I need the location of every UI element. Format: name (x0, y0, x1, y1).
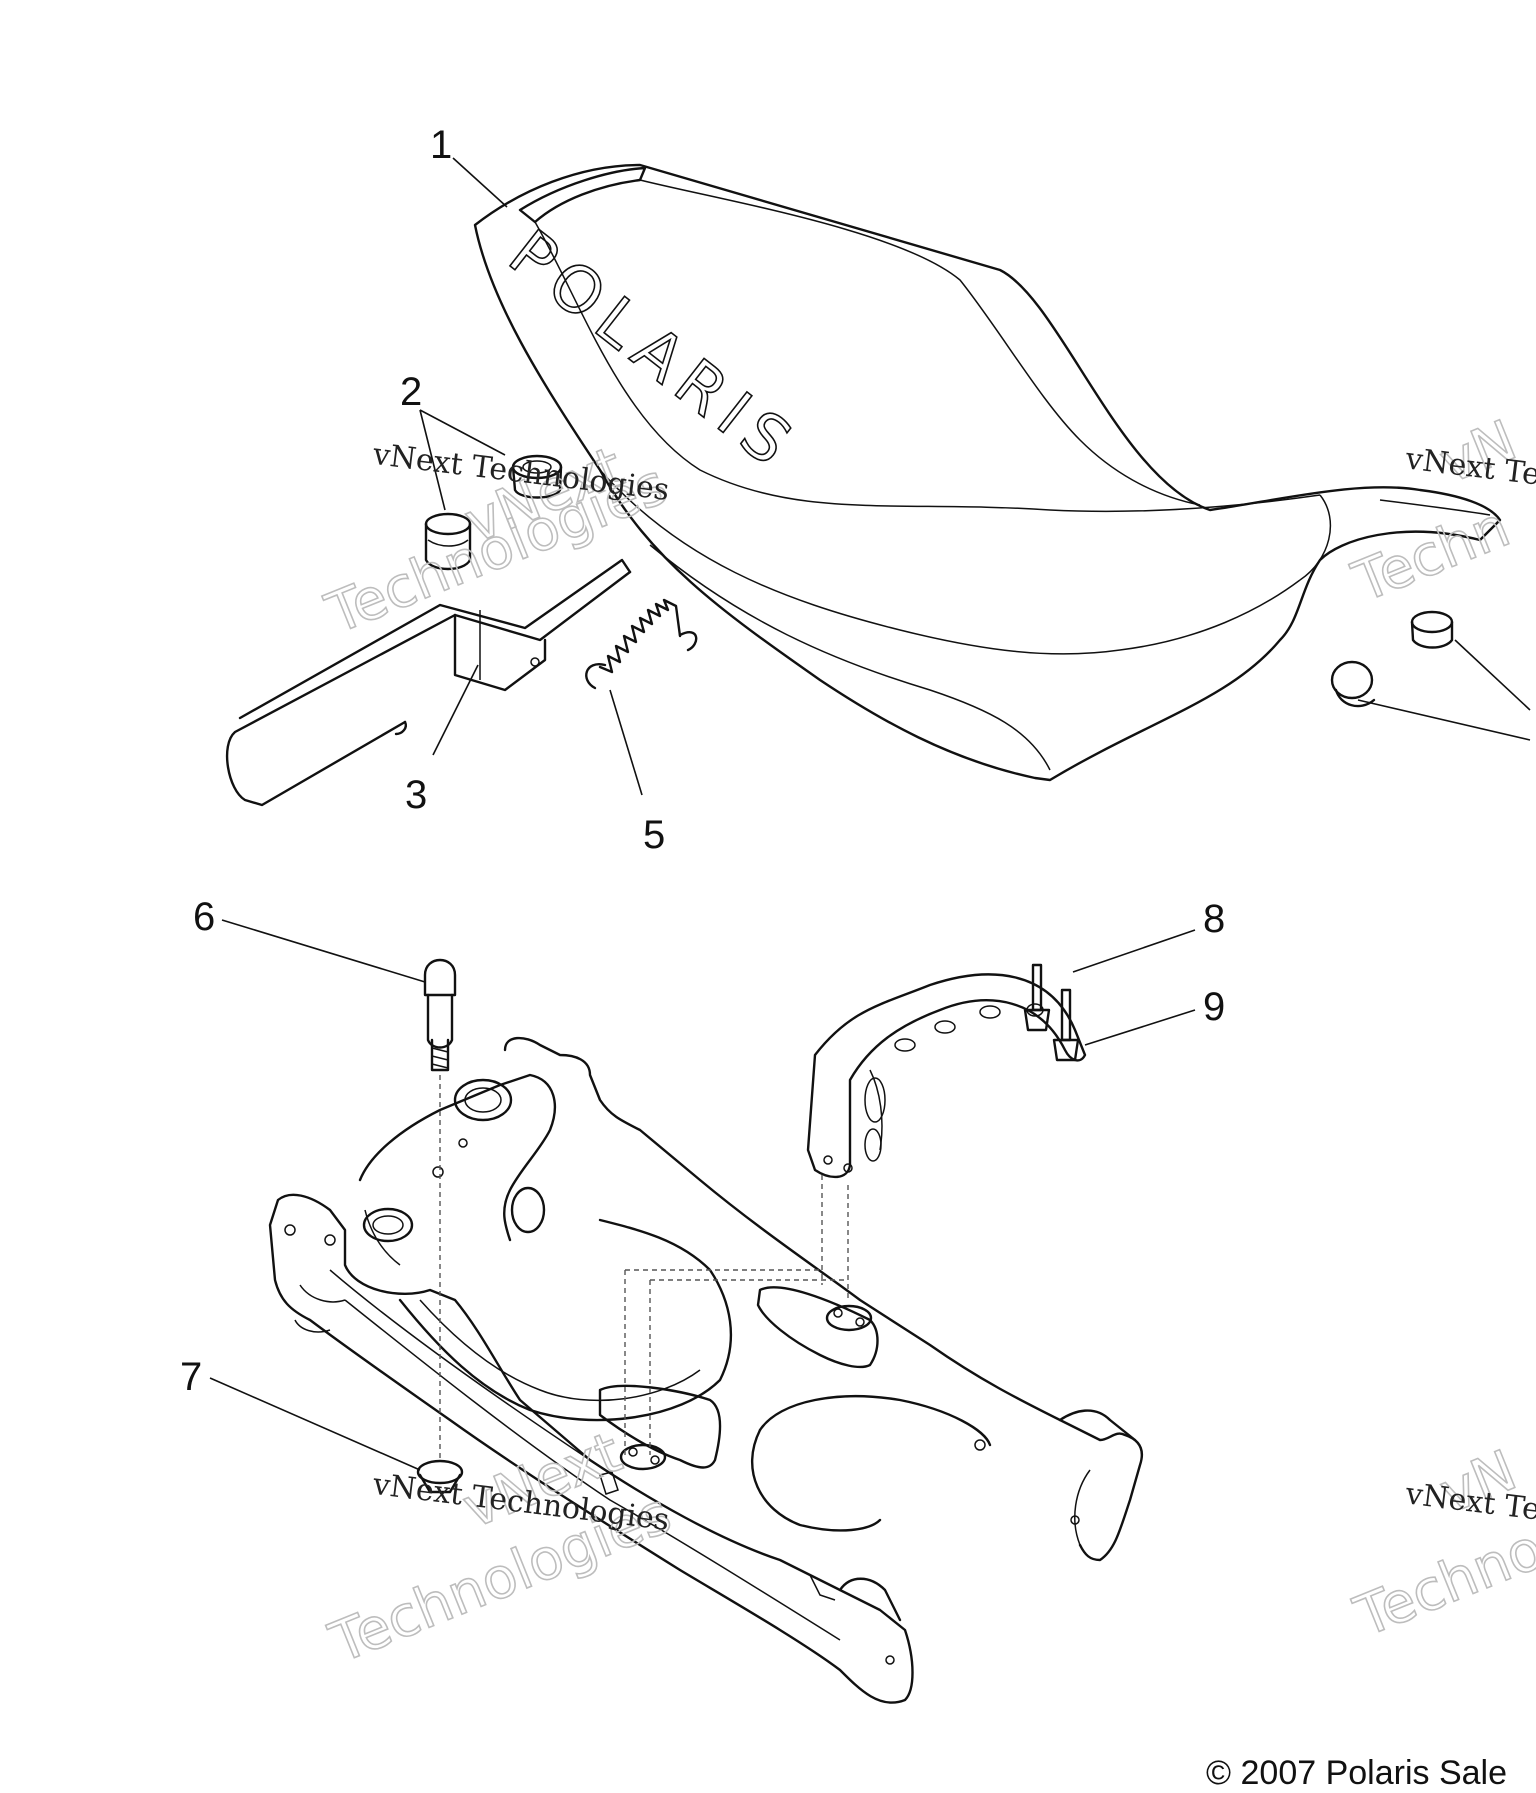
callout-1: 1 (430, 123, 452, 167)
grommet-part-b (424, 512, 472, 571)
spring-part (585, 598, 698, 690)
callout-5: 5 (643, 813, 665, 857)
subframe-part (268, 1036, 1144, 1704)
push-rivet-part (416, 1459, 464, 1494)
svg-text:Techno: Techno (1346, 1516, 1536, 1650)
callout-8: 8 (1203, 897, 1225, 941)
callout-9: 9 (1203, 985, 1225, 1029)
rivet-part-a (1023, 963, 1051, 1032)
callout-6: 6 (193, 895, 215, 939)
bumper-stop-part (423, 958, 457, 1072)
callout-7: 7 (180, 1355, 202, 1399)
leader-lines (209, 157, 1531, 1471)
assembly-guide-lines (439, 1075, 849, 1460)
grommet-part-a (511, 454, 563, 499)
seat-latch-part (225, 558, 632, 807)
watermark-bottom-right: vN Techno vNext Te (1345, 1437, 1536, 1651)
copyright-notice: © 2007 Polaris Sale (1206, 1754, 1508, 1792)
grommet-part-d (1330, 660, 1376, 708)
grab-bracket-part (806, 973, 1087, 1179)
callout-3: 3 (405, 773, 427, 817)
watermark-top-right: vN Techn vNext Te (1343, 407, 1536, 616)
callout-2: 2 (400, 370, 422, 414)
grommet-part-c (1410, 610, 1454, 649)
watermark-top-left: vNext Technologies vNext Technologies (316, 434, 676, 648)
svg-text:Techn: Techn (1344, 495, 1518, 616)
watermark-bottom-left: vNext Technologies vNext Technologies (320, 1419, 680, 1677)
seat-logo: POLARIS (495, 216, 812, 486)
